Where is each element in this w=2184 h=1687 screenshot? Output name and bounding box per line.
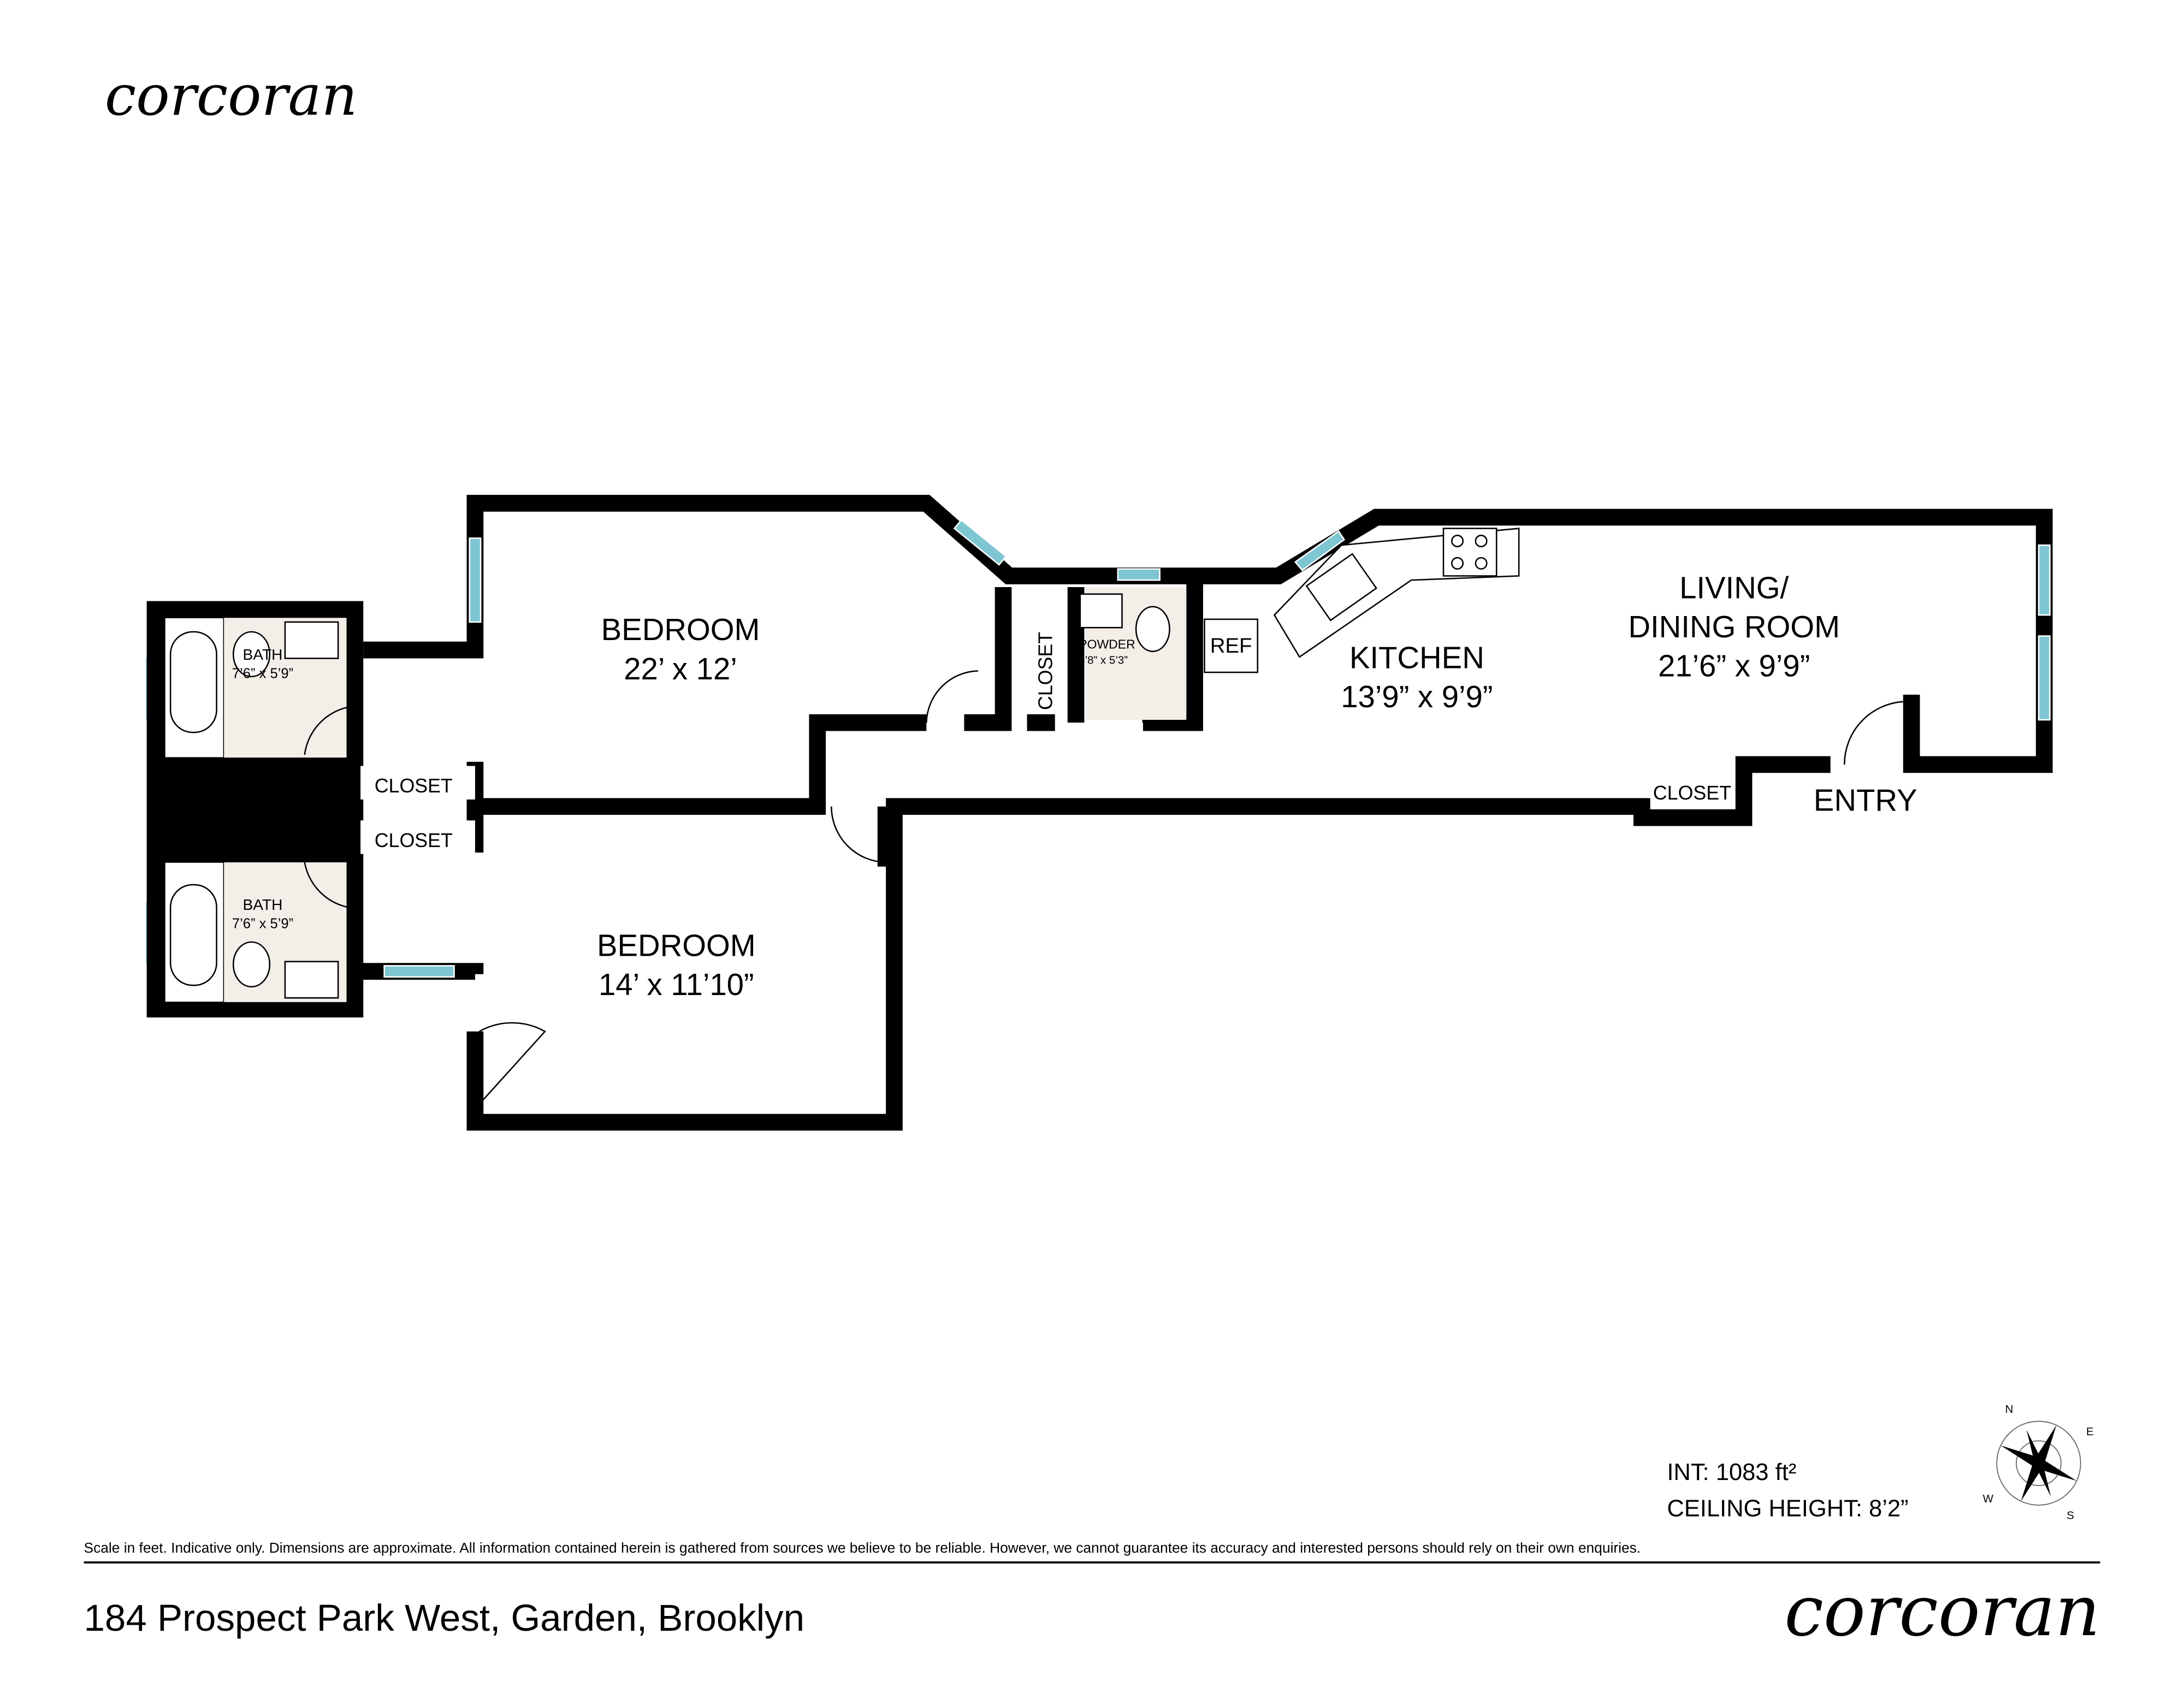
compass-s: S [2067,1510,2074,1522]
living-label: LIVING/ [1679,570,1789,605]
closet-label: CLOSET [1035,632,1057,710]
closet-label: CLOSET [375,775,453,797]
bath-label: BATH [243,646,283,663]
walls [360,495,2053,1131]
bedroom-size: 22’ x 12’ [624,652,737,686]
disclaimer: Scale in feet. Indicative only. Dimensio… [84,1540,1641,1556]
living-label: DINING ROOM [1628,609,1840,644]
bath-size: 7’6” x 5’9” [232,916,293,931]
ceiling-height: CEILING HEIGHT: 8’2” [1667,1495,1908,1522]
compass-e: E [2086,1425,2094,1438]
bath-size: 7’6” x 5’9” [232,666,293,681]
interior-area: INT: 1083 ft² [1667,1459,1796,1485]
bath-label: BATH [243,896,283,913]
powder-size: 4’8” x 5’3” [1079,654,1128,667]
kitchen-sink [1305,553,1377,621]
kitchen-size: 13’9” x 9’9” [1341,679,1493,714]
bedroom-label: BEDROOM [601,612,760,647]
bedroom-label: BEDROOM [597,928,756,962]
bathrooms [146,601,475,1018]
windows [144,519,2051,978]
closet-label: CLOSET [375,830,453,851]
bedroom-size: 14’ x 11’10” [599,967,754,1002]
doors [478,670,1903,1105]
ref-label: REF [1210,634,1252,658]
compass-n: N [2005,1403,2014,1416]
living-size: 21’6” x 9’9” [1658,649,1810,683]
entry-label: ENTRY [1814,783,1917,817]
compass-icon: N E S W [1983,1403,2094,1522]
corcoran-logo-bottom: corcoran [1784,1571,2100,1652]
address: 184 Prospect Park West, Garden, Brooklyn [84,1596,805,1639]
corcoran-logo-top: corcoran [105,63,358,128]
powder-label: POWDER [1079,637,1135,652]
kitchen-label: KITCHEN [1350,640,1484,674]
stove [1442,528,1498,577]
closet-label: CLOSET [1653,782,1731,804]
compass-w: W [1983,1493,1994,1505]
refrigerator [1204,618,1258,673]
